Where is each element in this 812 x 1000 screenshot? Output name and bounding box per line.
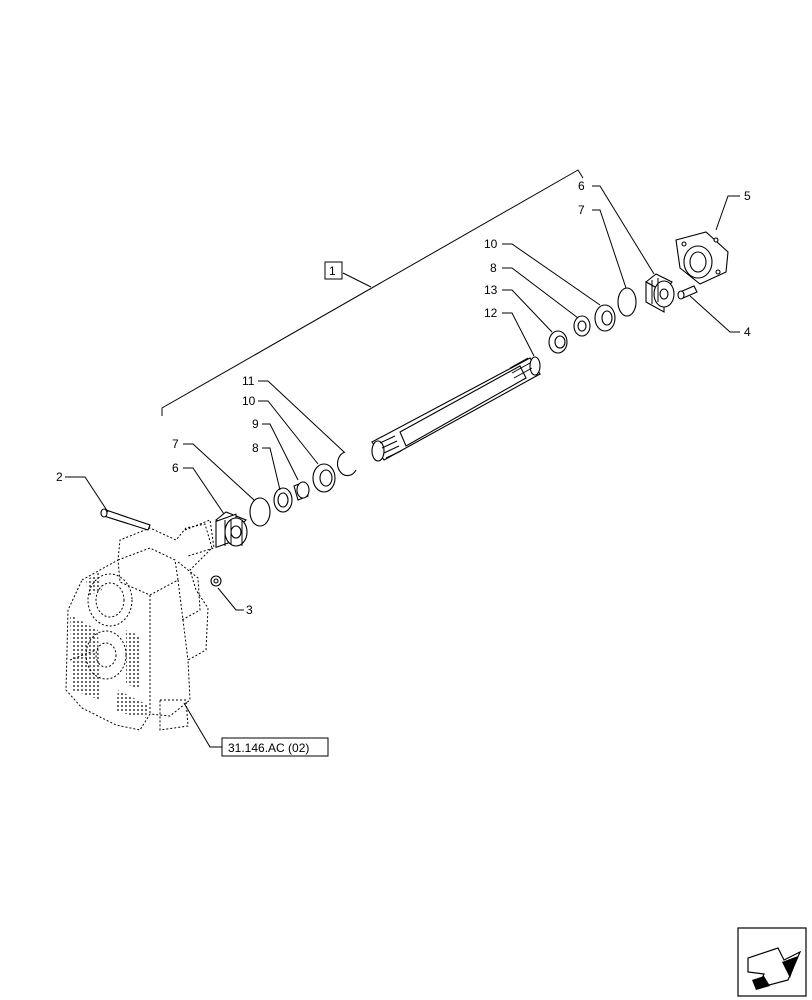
callout-12: 12 (484, 306, 498, 320)
reference-label[interactable]: 31.146.AC (02) (228, 741, 309, 755)
bearing-ring-left (273, 487, 293, 513)
assembly-bracket (161, 169, 584, 416)
callout-3: 3 (246, 603, 253, 617)
callout-9: 9 (252, 417, 259, 431)
callout-4: 4 (744, 325, 751, 339)
callout-7-right: 7 (578, 203, 585, 217)
splined-shaft (371, 356, 541, 462)
o-ring-left (249, 497, 271, 527)
seal-left (312, 463, 336, 493)
bushing (293, 481, 310, 501)
seal-right (594, 304, 616, 332)
spur-gear-left (214, 511, 248, 549)
callout-6-left: 6 (172, 461, 179, 475)
snap-ring (337, 451, 357, 477)
next-page-arrow-icon[interactable] (737, 927, 807, 997)
callout-10-right: 10 (484, 237, 498, 251)
callout-1: 1 (329, 264, 336, 278)
gearbox-housing (65, 519, 215, 731)
callout-7-left: 7 (172, 437, 179, 451)
flange-bolt (677, 285, 698, 300)
callout-6-right: 6 (578, 179, 585, 193)
spacer-ring (548, 330, 568, 354)
bearing-ring-right (573, 315, 591, 337)
bolt (100, 508, 151, 531)
flange-hub (675, 231, 729, 285)
callout-13: 13 (484, 283, 498, 297)
callout-11: 11 (242, 374, 255, 388)
callout-5: 5 (744, 189, 751, 203)
o-ring-right (617, 287, 637, 317)
callout-8-right: 8 (490, 261, 497, 275)
callout-10-left: 10 (242, 394, 256, 408)
callout-8-left: 8 (252, 441, 259, 455)
callout-2: 2 (56, 470, 63, 484)
washer (210, 575, 222, 587)
spur-gear-right (645, 273, 675, 313)
